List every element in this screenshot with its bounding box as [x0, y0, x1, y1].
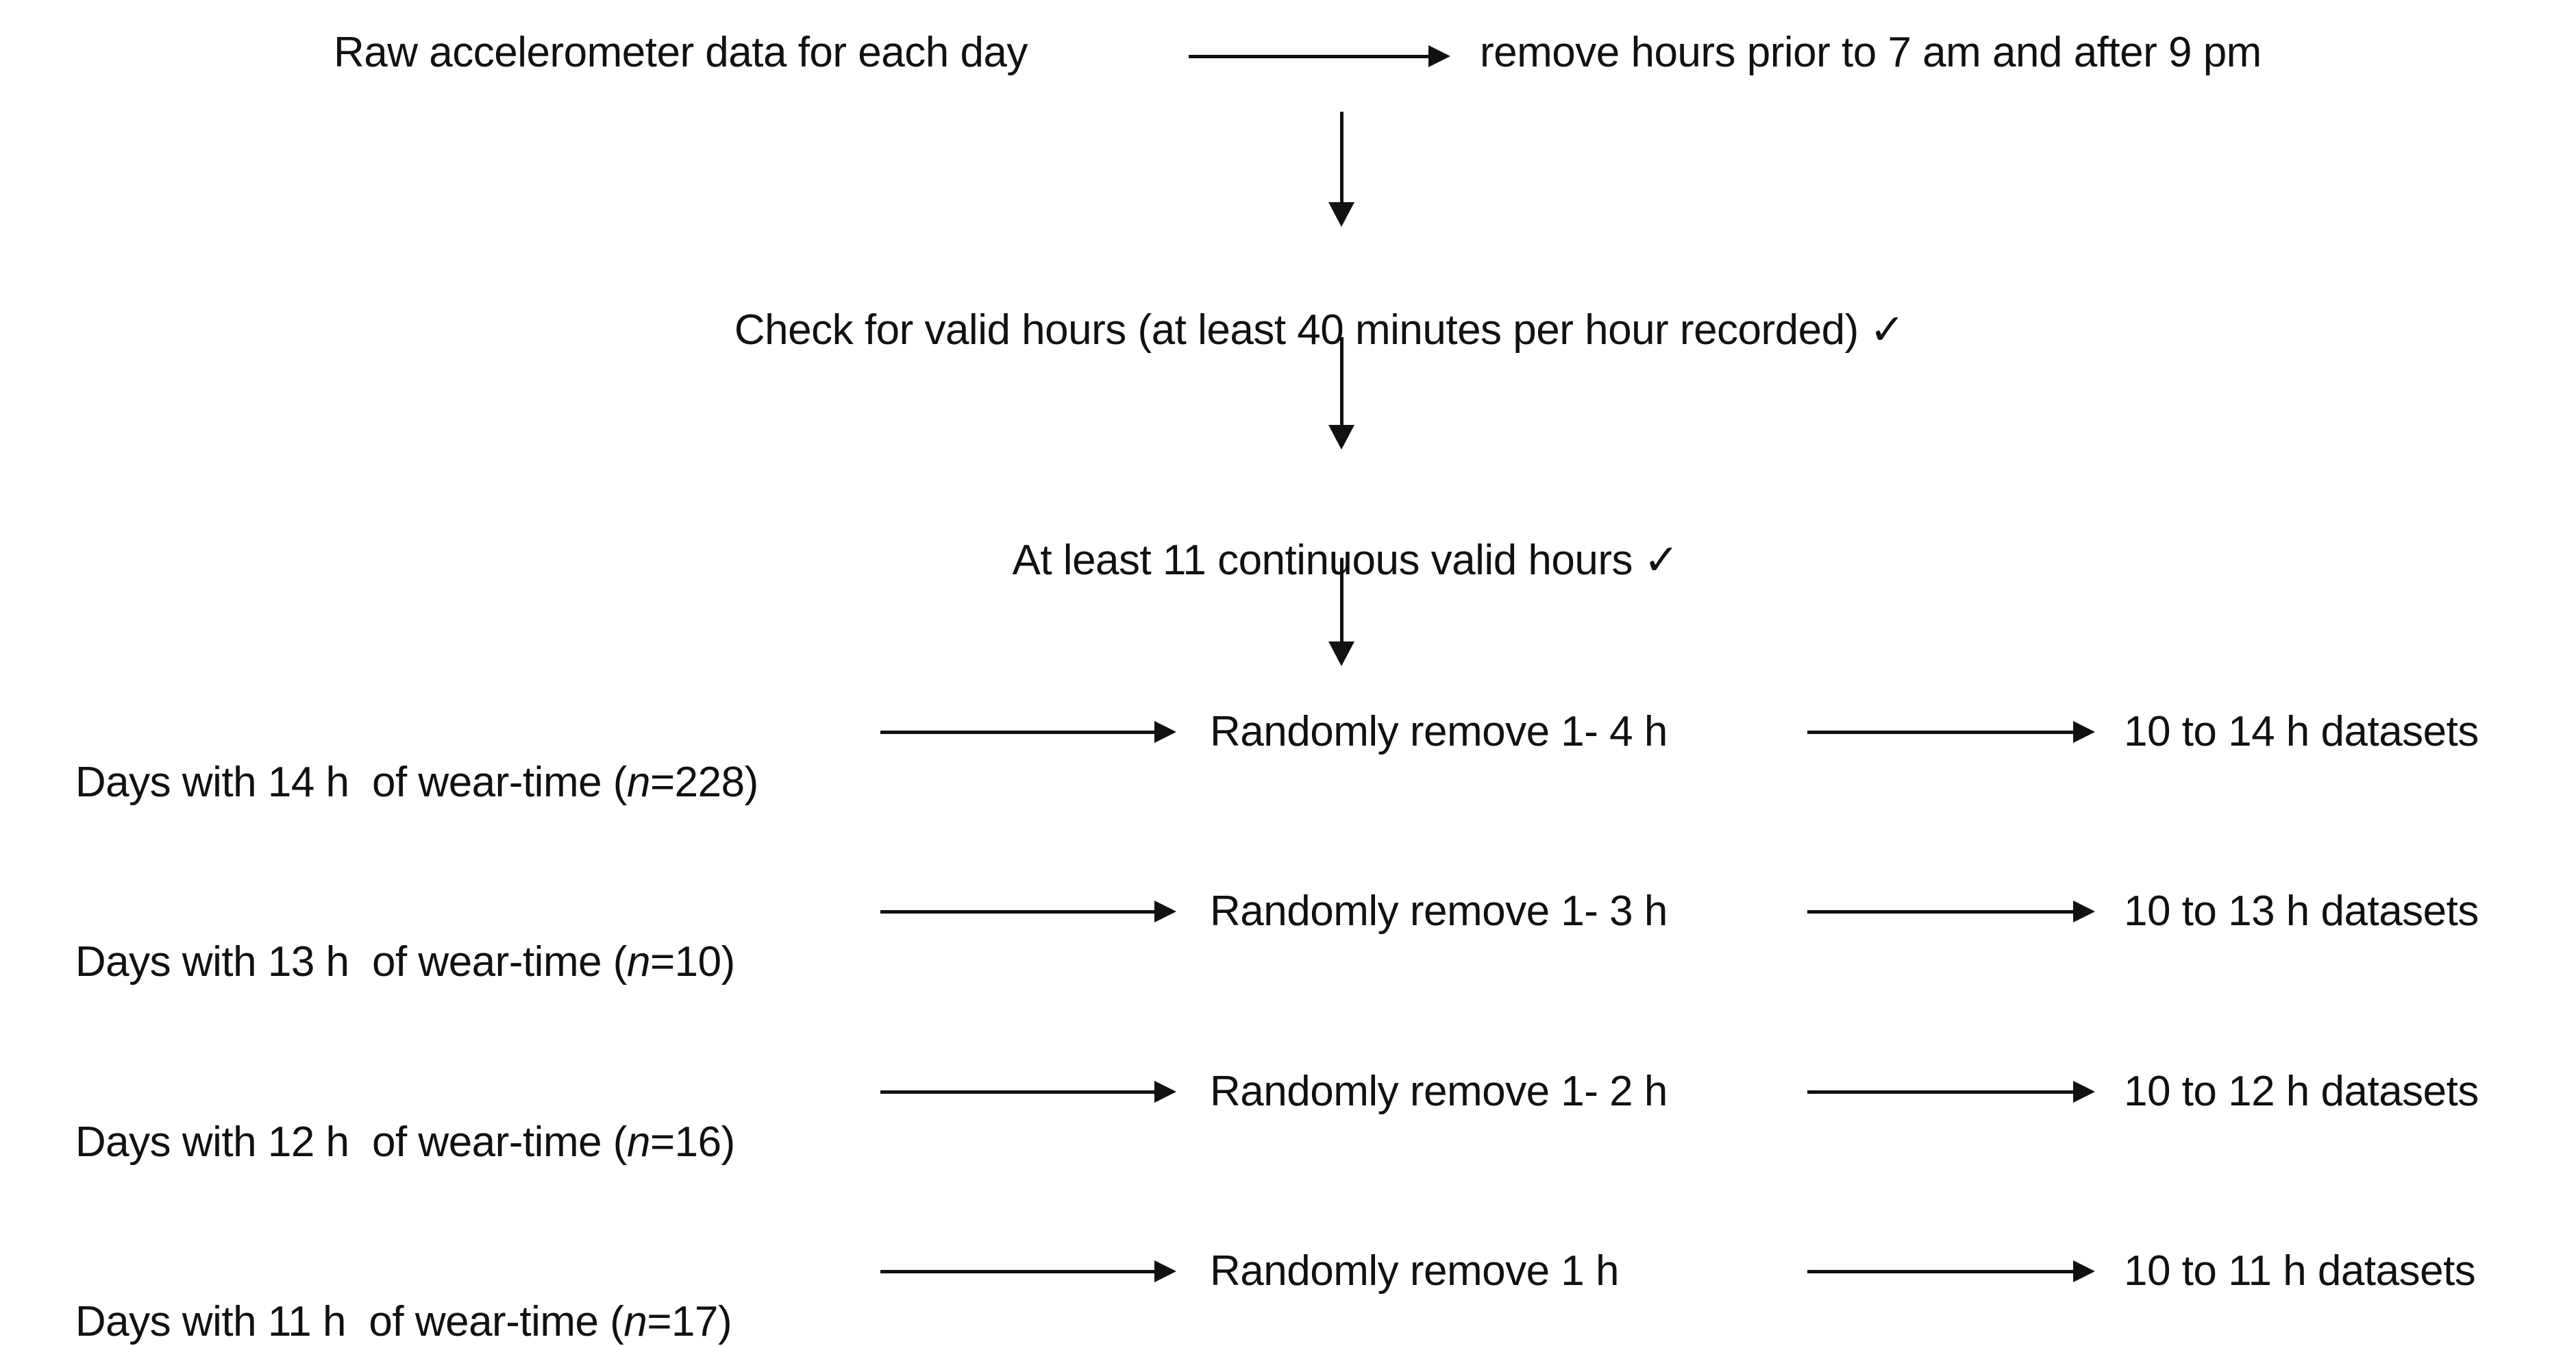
arrow-raw-to-remove	[1189, 42, 1450, 70]
node-datasets-10-12: 10 to 12 h datasets	[2124, 1068, 2479, 1115]
branch-source-text: =228)	[649, 759, 758, 806]
arrow-shaft	[1339, 337, 1343, 425]
arrow-shaft	[1807, 730, 2073, 734]
arrow-branch2-b	[1807, 898, 2095, 925]
arrow-shaft	[1339, 112, 1343, 202]
n-symbol: n	[623, 1298, 647, 1345]
arrow-branch3-a	[880, 1078, 1176, 1105]
arrow-right-head-icon	[2073, 901, 2095, 922]
arrow-branch3-b	[1807, 1078, 2095, 1105]
node-days-12h: Days with 12 h of wear-time (n=16)	[29, 1066, 735, 1219]
arrow-down-head-icon	[1328, 202, 1354, 227]
arrow-shaft	[1339, 558, 1343, 641]
arrow-shaft	[880, 730, 1154, 734]
arrow-right-head-icon	[1154, 1260, 1176, 1282]
branch-source-text: Days with 11 h of wear-time (	[75, 1298, 624, 1345]
arrow-branch1-b	[1807, 718, 2095, 746]
node-remove-1-4h: Randomly remove 1- 4 h	[1210, 708, 1668, 755]
arrow-branch4-b	[1807, 1258, 2095, 1285]
arrow-right-head-icon	[1154, 901, 1176, 922]
node-remove-1-2h: Randomly remove 1- 2 h	[1210, 1068, 1668, 1115]
node-days-13h: Days with 13 h of wear-time (n=10)	[29, 886, 735, 1038]
step2-text: Check for valid hours (at least 40 minut…	[734, 306, 1859, 354]
check-icon: ✓	[1869, 306, 1905, 354]
arrow-branch2-a	[880, 898, 1176, 925]
branch-source-text: =16)	[649, 1118, 735, 1166]
branch-source-text: Days with 12 h of wear-time (	[75, 1118, 628, 1166]
n-symbol: n	[626, 1118, 650, 1166]
branch-source-text: =10)	[649, 938, 735, 986]
node-continuous-valid-hours: At least 11 continuous valid hours✓	[969, 485, 1679, 637]
arrow-shaft	[1807, 909, 2073, 914]
branch-source-text: Days with 14 h of wear-time (	[75, 759, 628, 806]
arrow-shaft	[880, 909, 1154, 914]
arrow-right-head-icon	[2073, 1081, 2095, 1103]
arrow-right-head-icon	[2073, 721, 2095, 743]
arrow-shaft	[1807, 1269, 2073, 1273]
arrow-down-1	[1327, 112, 1356, 227]
check-icon: ✓	[1644, 537, 1679, 584]
node-days-11h: Days with 11 h of wear-time (n=17)	[29, 1246, 732, 1346]
arrow-shaft	[880, 1269, 1154, 1273]
node-check-valid-hours: Check for valid hours (at least 40 minut…	[689, 254, 1905, 406]
arrow-down-2	[1327, 337, 1356, 450]
branch-source-text: Days with 13 h of wear-time (	[75, 938, 628, 986]
node-datasets-10-14: 10 to 14 h datasets	[2124, 708, 2479, 755]
arrow-right-head-icon	[1154, 721, 1176, 743]
arrow-shaft	[880, 1090, 1154, 1094]
step3-text: At least 11 continuous valid hours	[1012, 537, 1633, 584]
arrow-branch1-a	[880, 718, 1176, 746]
n-symbol: n	[626, 938, 650, 986]
arrow-right-head-icon	[2073, 1260, 2095, 1282]
n-symbol: n	[626, 759, 650, 806]
arrow-shaft	[1807, 1090, 2073, 1094]
arrow-down-head-icon	[1328, 641, 1354, 666]
arrow-down-3	[1327, 558, 1356, 666]
node-datasets-10-13: 10 to 13 h datasets	[2124, 888, 2479, 935]
arrow-branch4-a	[880, 1258, 1176, 1285]
arrow-right-head-icon	[1154, 1081, 1176, 1103]
branch-source-text: =17)	[647, 1298, 732, 1345]
node-days-14h: Days with 14 h of wear-time (n=228)	[29, 707, 758, 859]
arrow-down-head-icon	[1328, 425, 1354, 450]
node-datasets-10-11: 10 to 11 h datasets	[2124, 1247, 2476, 1295]
arrow-shaft	[1189, 54, 1428, 58]
node-remove-1-3h: Randomly remove 1- 3 h	[1210, 888, 1668, 935]
node-remove-1h: Randomly remove 1 h	[1210, 1247, 1620, 1295]
arrow-right-head-icon	[1428, 45, 1450, 67]
node-remove-hours: remove hours prior to 7 am and after 9 p…	[1480, 29, 2262, 76]
node-raw-data: Raw accelerometer data for each day	[334, 29, 1028, 76]
